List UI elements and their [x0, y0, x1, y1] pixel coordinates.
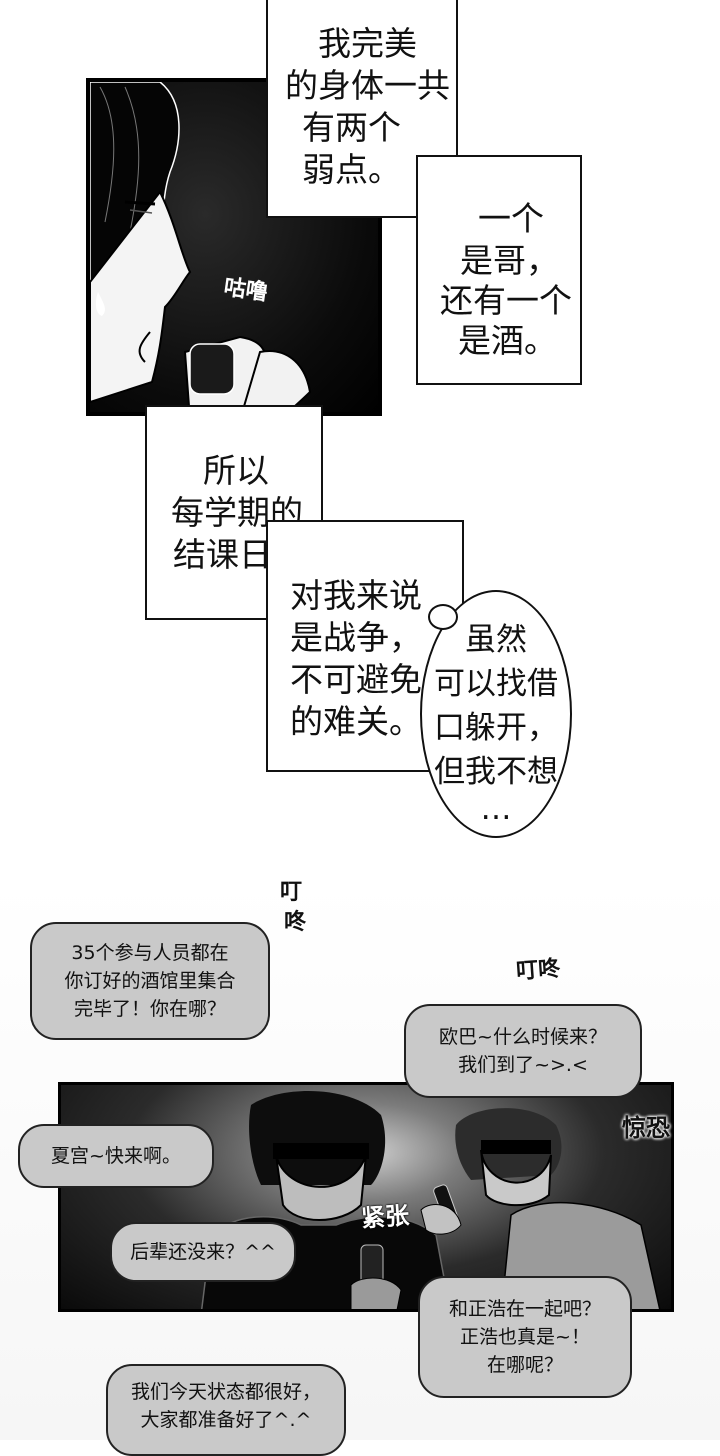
- chat-line: 35个参与人员都在: [71, 942, 229, 964]
- narration-line: 对我来说: [290, 576, 422, 615]
- thought-line: 但我不想: [434, 754, 558, 790]
- narration-line: 的身体一共: [285, 66, 450, 105]
- thought-line: 虽然: [465, 622, 527, 658]
- chat-line: 欧巴~什么时候来？: [439, 1026, 607, 1048]
- sfx-scared: 惊恐: [622, 1114, 670, 1142]
- sfx-ding-dong-1: 叮 咚: [280, 878, 306, 938]
- sfx-gulp: 咕噜: [222, 275, 270, 306]
- chat-bubble-message: 夏宫~快来啊。: [18, 1124, 214, 1188]
- narration-line: 一个: [478, 199, 544, 238]
- chat-bubble-message: 欧巴~什么时候来？ 我们到了~>.<: [404, 1004, 642, 1098]
- chat-line: 和正浩在一起吧？: [448, 1298, 601, 1320]
- narration-line: 弱点。: [302, 150, 401, 189]
- chat-bubble-message: 35个参与人员都在 你订好的酒馆里集合 完毕了！你在哪？: [30, 922, 270, 1040]
- thought-line: 可以找借: [434, 666, 558, 702]
- narration-line: 的难关。: [290, 702, 422, 741]
- chat-line: 大家都准备好了^.^: [140, 1409, 312, 1431]
- chat-line: 夏宫~快来啊。: [51, 1145, 181, 1167]
- sfx-nervous: 紧张: [360, 1201, 411, 1233]
- narration-line: 是战争，: [290, 618, 422, 657]
- sfx-ding-dong-2: 叮咚: [515, 956, 562, 985]
- thought-bubble-tail: [428, 604, 458, 630]
- narration-line: 是酒。: [458, 321, 557, 360]
- thought-line: …: [480, 791, 512, 827]
- chat-bubble-message: 我们今天状态都很好， 大家都准备好了^.^: [106, 1364, 346, 1456]
- narration-line: 不可避免: [290, 660, 422, 699]
- chat-line: 后辈还没来？^^: [130, 1241, 276, 1263]
- chat-line: 完毕了！你在哪？: [73, 998, 226, 1020]
- chat-bubble-message: 和正浩在一起吧？ 正浩也真是~！ 在哪呢？: [418, 1276, 632, 1398]
- thought-bubble: 虽然 可以找借 口躲开， 但我不想 …: [420, 590, 572, 838]
- narration-line: 是哥，: [460, 241, 559, 280]
- narration-line: 所以: [203, 451, 269, 490]
- chat-bubble-message: 后辈还没来？^^: [110, 1222, 296, 1282]
- chat-line: 我们到了~>.<: [458, 1054, 588, 1076]
- narration-line: 有两个: [302, 108, 401, 147]
- chat-line: 正浩也真是~！: [460, 1326, 590, 1348]
- chat-line: 你订好的酒馆里集合: [64, 970, 236, 992]
- sfx-char: 咚: [284, 910, 307, 935]
- chat-line: 我们今天状态都很好，: [130, 1381, 321, 1403]
- man-profile-illustration: [90, 82, 312, 412]
- thought-line: 口躲开，: [434, 710, 558, 746]
- narration-box-brother-and-alcohol: 一个 是哥， 还有一个 是酒。: [416, 155, 582, 385]
- narration-line: 我完美: [318, 24, 417, 63]
- sfx-char: 叮: [280, 880, 303, 905]
- narration-line: 还有一个: [440, 281, 572, 320]
- chat-line: 在哪呢？: [486, 1354, 563, 1376]
